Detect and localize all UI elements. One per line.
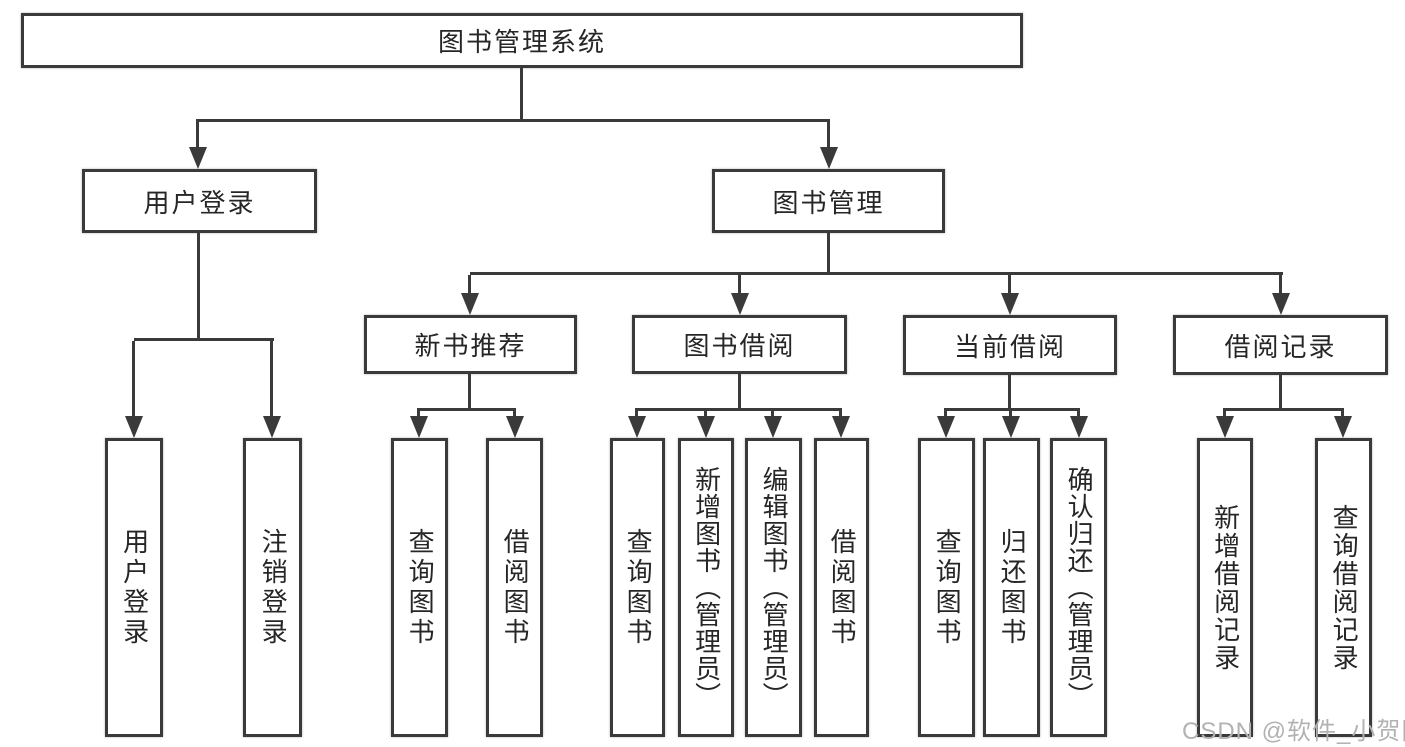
- leaf-borrowing-edit-books-admin-label: 编辑图书（管理员）: [759, 466, 790, 709]
- arrow-down-icon: [937, 416, 955, 438]
- leaf-borrowing-add-books-admin-label: 新增图书（管理员）: [691, 466, 722, 709]
- connector-root-stem: [520, 66, 523, 122]
- leaf-record-query-borrow-record: 查询借阅记录: [1315, 438, 1372, 737]
- leaf-current-confirm-return-admin: 确认归还（管理员）: [1050, 438, 1107, 737]
- node-current-borrowing: 当前借阅: [903, 315, 1117, 375]
- node-book-management-label: 图书管理: [772, 187, 885, 218]
- connector-borrowing-records-stem: [1279, 375, 1282, 411]
- arrow-down-icon: [461, 293, 479, 315]
- connector-book-management-stub: [827, 119, 830, 151]
- connector-leaf-stub: [944, 408, 947, 418]
- arrow-down-icon: [1002, 416, 1020, 438]
- arrow-down-icon: [832, 416, 850, 438]
- arrow-down-icon: [628, 416, 646, 438]
- arrow-down-icon: [820, 147, 838, 169]
- leaf-borrowing-add-books-admin: 新增图书（管理员）: [678, 438, 734, 737]
- arrow-down-icon: [1272, 293, 1290, 315]
- arrow-down-icon: [1070, 416, 1088, 438]
- connector-book-management-stem: [827, 233, 830, 275]
- arrow-down-icon: [1216, 416, 1234, 438]
- leaf-borrowing-query-books-label: 查询图书: [623, 527, 654, 648]
- node-current-borrowing-label: 当前借阅: [953, 331, 1066, 362]
- connector-leaf-stub: [513, 408, 516, 418]
- leaf-current-query-books-label: 查询图书: [932, 527, 963, 648]
- connector-book-borrowing-stub: [738, 275, 741, 295]
- leaf-current-query-books: 查询图书: [918, 438, 975, 737]
- connector-leaf-stub: [1341, 408, 1344, 418]
- connector-leaf-stub: [1009, 408, 1012, 418]
- leaf-borrowing-borrow-books-label: 借阅图书: [827, 527, 858, 648]
- connector-user-login-stem: [197, 233, 200, 341]
- arrow-down-icon: [189, 147, 207, 169]
- connector-leaf-stub: [417, 408, 420, 418]
- node-new-book-recommendation: 新书推荐: [364, 315, 577, 374]
- leaf-record-add-borrow-record: 新增借阅记录: [1197, 438, 1253, 737]
- connector-leaf-stub: [1077, 408, 1080, 418]
- leaf-logout: 注销登录: [243, 438, 302, 737]
- leaf-newbook-query-books-label: 查询图书: [405, 527, 436, 648]
- node-user-login: 用户登录: [82, 169, 317, 233]
- connector-leaf-stub: [771, 408, 774, 418]
- arrow-down-icon: [697, 416, 715, 438]
- connector-new-book-stub: [468, 275, 471, 295]
- connector-user-login-rail: [134, 338, 274, 341]
- node-borrowing-records: 借阅记录: [1173, 315, 1388, 375]
- node-borrowing-records-label: 借阅记录: [1224, 331, 1337, 362]
- node-book-management: 图书管理: [712, 169, 945, 233]
- connector-leaf-stub: [839, 408, 842, 418]
- connector-current-borrowing-rail: [946, 408, 1080, 411]
- leaf-current-return-books-label: 归还图书: [997, 527, 1028, 648]
- leaf-current-confirm-return-admin-label: 确认归还（管理员）: [1064, 466, 1095, 709]
- connector-current-borrowing-stem: [1008, 375, 1011, 411]
- connector-borrowing-records-rail: [1225, 408, 1344, 411]
- arrow-down-icon: [764, 416, 782, 438]
- connector-current-borrowing-stub: [1008, 275, 1011, 295]
- node-library-system-label: 图书管理系统: [437, 27, 606, 57]
- arrow-down-icon: [125, 416, 143, 438]
- arrow-down-icon: [410, 416, 428, 438]
- leaf-record-query-borrow-record-label: 查询借阅记录: [1329, 503, 1360, 672]
- connector-user-login-stub: [196, 119, 199, 151]
- connector-leaf-stub: [132, 341, 135, 418]
- leaf-borrowing-borrow-books: 借阅图书: [814, 438, 869, 737]
- leaf-borrowing-query-books: 查询图书: [610, 438, 665, 737]
- leaf-logout-label: 注销登录: [258, 527, 289, 648]
- connector-leaf-stub: [635, 408, 638, 418]
- connector-book-borrowing-rail: [637, 408, 842, 411]
- arrow-down-icon: [1001, 293, 1019, 315]
- arrow-down-icon: [263, 416, 281, 438]
- connector-new-book-rail: [419, 408, 516, 411]
- node-new-book-recommendation-label: 新书推荐: [414, 331, 527, 361]
- arrow-down-icon: [1334, 416, 1352, 438]
- node-book-borrowing: 图书借阅: [632, 315, 847, 374]
- leaf-newbook-borrow-books: 借阅图书: [486, 438, 543, 737]
- connector-leaf-stub: [270, 341, 273, 418]
- leaf-user-login: 用户登录: [105, 438, 163, 737]
- connector-leaf-stub: [704, 408, 707, 418]
- connector-leaf-stub: [1223, 408, 1226, 418]
- leaf-newbook-borrow-books-label: 借阅图书: [500, 527, 531, 648]
- connector-book-borrowing-stem: [738, 374, 741, 411]
- leaf-user-login-label: 用户登录: [119, 527, 150, 648]
- arrow-down-icon: [506, 416, 524, 438]
- leaf-borrowing-edit-books-admin: 编辑图书（管理员）: [745, 438, 802, 737]
- watermark: CSDN @软件_小贺同学: [1182, 718, 1405, 745]
- connector-new-book-stem: [468, 374, 471, 411]
- leaf-newbook-query-books: 查询图书: [391, 438, 448, 737]
- connector-borrowing-records-stub: [1279, 275, 1282, 295]
- leaf-current-return-books: 归还图书: [983, 438, 1040, 737]
- node-library-system: 图书管理系统: [21, 13, 1023, 68]
- arrow-down-icon: [731, 293, 749, 315]
- node-user-login-label: 用户登录: [143, 187, 256, 218]
- connector-root-rail: [198, 119, 830, 122]
- leaf-record-add-borrow-record-label: 新增借阅记录: [1210, 503, 1241, 672]
- node-book-borrowing-label: 图书借阅: [683, 331, 796, 361]
- connector-book-management-rail: [470, 272, 1283, 275]
